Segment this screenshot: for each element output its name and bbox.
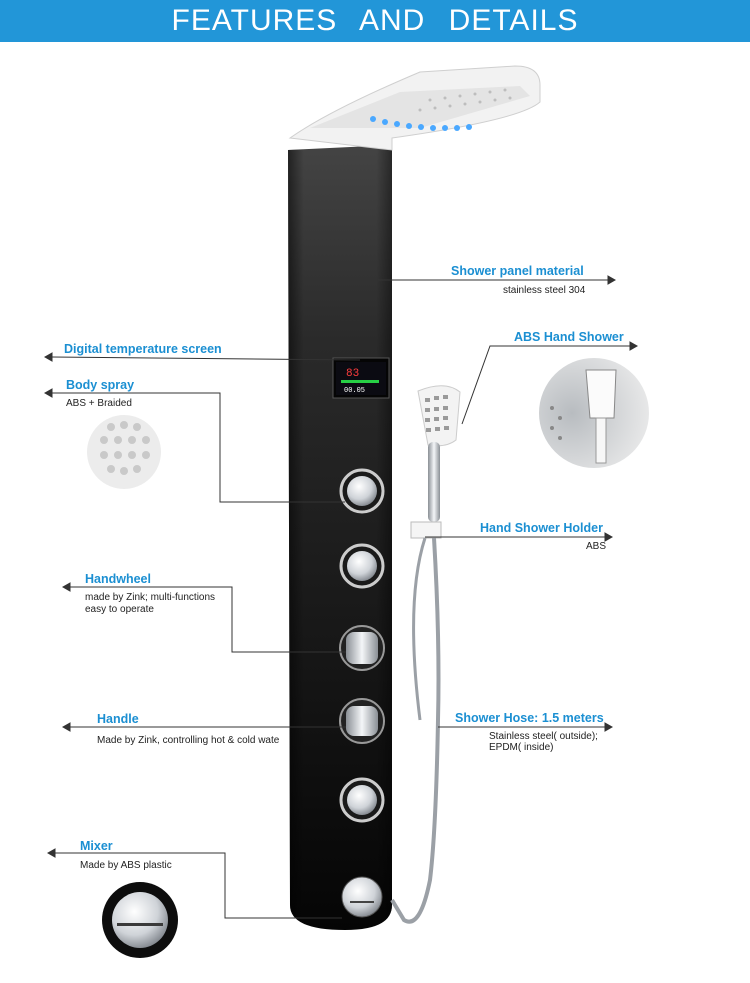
digital-screen: 83 00.05 — [332, 357, 390, 399]
shower-hose-title: Shower Hose: 1.5 meters — [455, 711, 604, 725]
shower-panel-desc: stainless steel 304 — [503, 285, 586, 296]
mixer-inset — [102, 882, 178, 958]
hand-shower[interactable] — [417, 385, 461, 522]
header-title: FEATURES AND DETAILS — [171, 4, 579, 37]
shower-hose-desc-1: Stainless steel( outside); — [489, 731, 598, 742]
hand-shower-inset — [539, 358, 649, 468]
hand-shower-holder-desc: ABS — [586, 541, 607, 552]
abs-hand-shower-title: ABS Hand Shower — [514, 330, 624, 344]
handle-title: Handle — [97, 712, 139, 726]
mixer-title: Mixer — [80, 839, 113, 853]
hand-shower-holder — [410, 521, 442, 539]
handwheel-desc-2: easy to operate — [85, 604, 154, 615]
handle-knob[interactable] — [339, 698, 385, 744]
shower-panel-title: Shower panel material — [451, 264, 584, 278]
mixer-knob[interactable] — [341, 876, 383, 918]
digital-screen-title: Digital temperature screen — [64, 342, 222, 356]
screen-time: 00.05 — [344, 387, 365, 395]
rain-shower-head — [288, 65, 541, 151]
led-lights — [370, 116, 472, 131]
body-spray-title: Body spray — [66, 378, 135, 392]
body-spray-jet-1[interactable] — [339, 468, 385, 514]
handwheel-knob[interactable] — [339, 625, 385, 671]
shower-hose-desc-2: EPDM( inside) — [489, 742, 554, 753]
screen-temperature: 83 — [346, 368, 359, 380]
handle-desc: Made by Zink, controlling hot & cold wat… — [97, 735, 280, 746]
shower-hose — [390, 537, 441, 924]
page-header: FEATURES AND DETAILS — [0, 0, 750, 42]
body-spray-jet-3[interactable] — [339, 777, 385, 823]
mixer-desc: Made by ABS plastic — [80, 860, 172, 871]
body-spray-inset — [87, 415, 161, 489]
handwheel-desc-1: made by Zink; multi-functions — [85, 592, 216, 603]
body-spray-jet-2[interactable] — [339, 543, 385, 589]
hand-shower-holder-title: Hand Shower Holder — [480, 521, 603, 535]
handwheel-title: Handwheel — [85, 572, 151, 586]
body-spray-desc: ABS + Braided — [66, 398, 132, 409]
